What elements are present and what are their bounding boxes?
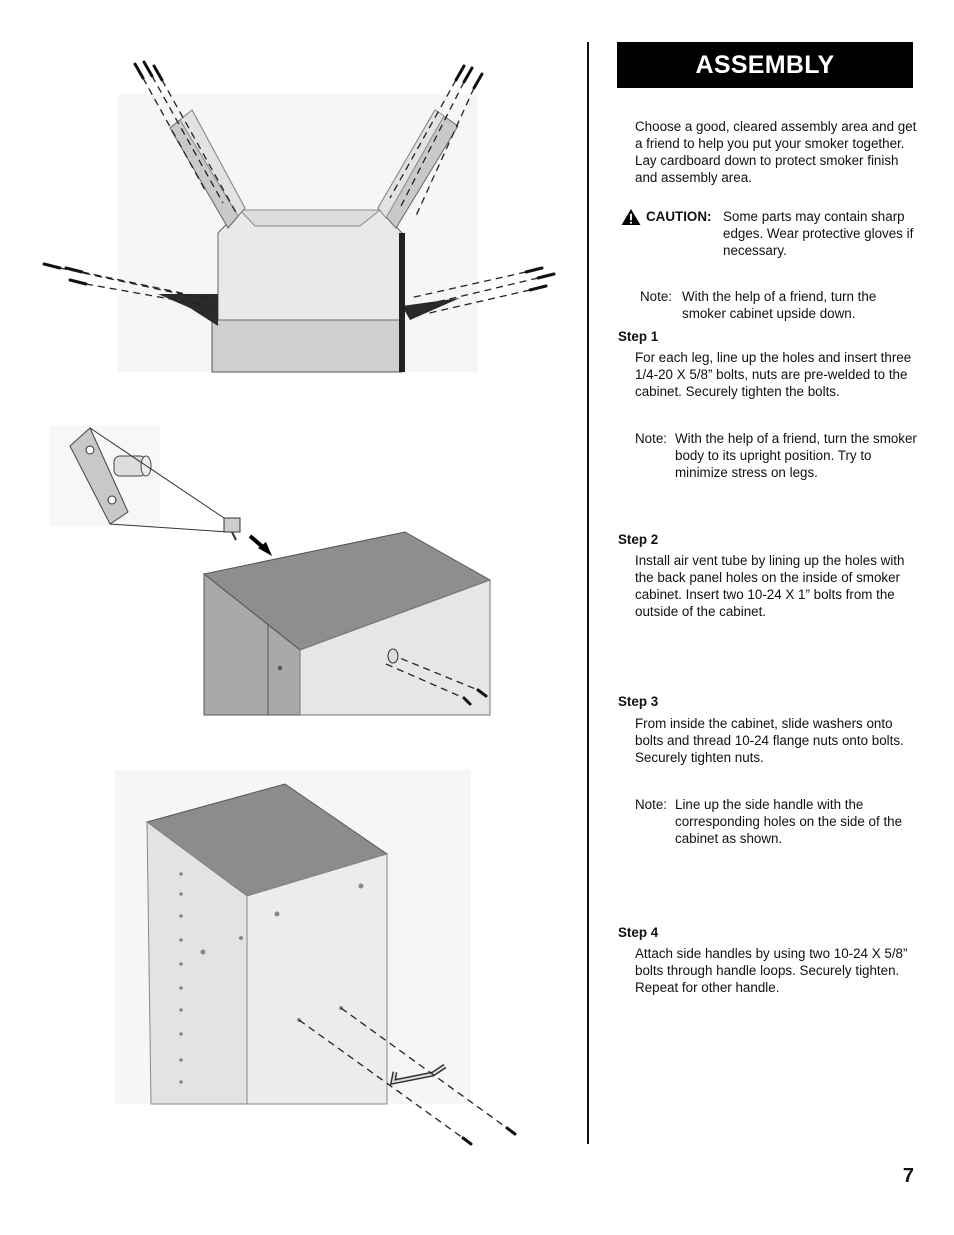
note-text: With the help of a friend, turn the smok… [682,289,877,321]
caution-block: CAUTION: Some parts may contain sharp ed… [620,208,920,259]
side-handle-illustration [115,770,517,1146]
step-3-text: From inside the cabinet, slide washers o… [635,716,904,765]
step-1-heading: Step 1 [618,329,659,344]
intro-paragraph: Choose a good, cleared assembly area and… [635,119,917,185]
step-3-heading: Step 3 [618,694,659,709]
note-2: Note: With the help of a friend, turn th… [635,430,920,481]
note-label: Note: [635,797,668,812]
note-label: Note: [640,289,673,304]
step-2-heading: Step 2 [618,532,659,547]
section-title: ASSEMBLY [695,50,835,79]
step-4-heading: Step 4 [618,925,659,940]
step-2-text: Install air vent tube by lining up the h… [635,553,905,619]
air-vent-tube-illustration [50,426,492,716]
section-header: ASSEMBLY [617,42,913,88]
caution-label: CAUTION: [646,209,712,224]
note-1: Note: With the help of a friend, turn th… [640,288,920,322]
note-label: Note: [635,431,668,446]
note-text: With the help of a friend, turn the smok… [675,431,917,480]
page-number: 7 [902,1165,914,1187]
step-1-text: For each leg, line up the holes and inse… [635,350,912,399]
caution-text: Some parts may contain sharp edges. Wear… [723,209,914,258]
warning-triangle-icon [621,208,641,226]
note-text: Line up the side handle with the corresp… [675,797,903,846]
leg-assembly-illustration [42,60,556,373]
step-4-text: Attach side handles by using two 10-24 X… [635,946,908,995]
column-divider [587,42,589,1144]
note-3: Note: Line up the side handle with the c… [635,796,920,847]
